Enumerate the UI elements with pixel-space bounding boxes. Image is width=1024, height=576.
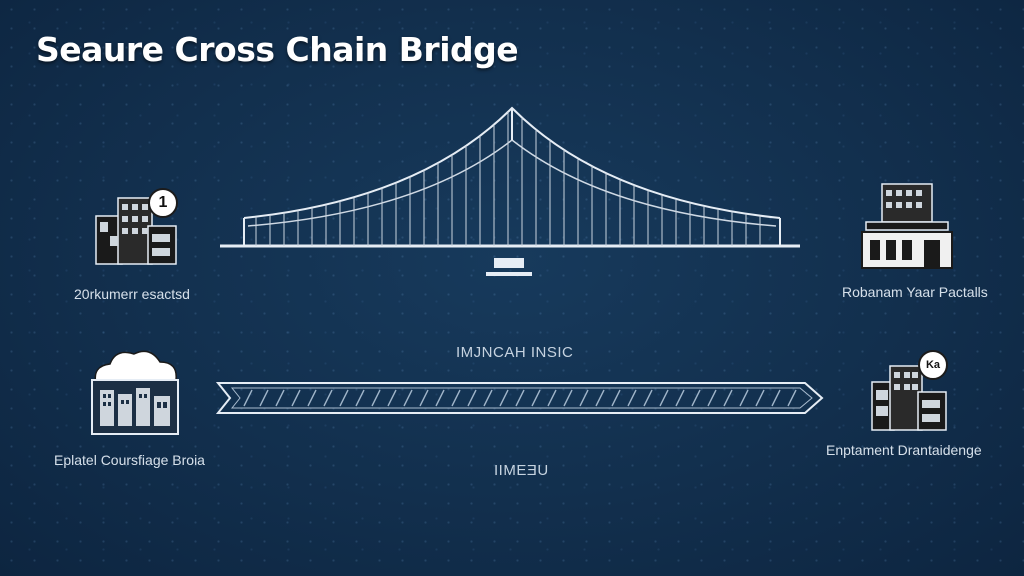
bottom-right-node-label: Enptament Drantaidenge [826, 442, 982, 458]
arrow-stripe [275, 389, 285, 407]
arrow-stripe [323, 389, 333, 407]
bridge-cables [255, 111, 761, 246]
bridge-arch-inner [247, 139, 777, 227]
arrow-stripe [627, 389, 637, 407]
arrow-bottom-label: IIMEƎU [494, 462, 549, 479]
arrow-stripe [707, 389, 717, 407]
arrow-stripe [403, 389, 413, 407]
arrow-stripe [675, 389, 685, 407]
step-number-badge: 1 [148, 188, 178, 218]
arrow-stripe [579, 389, 589, 407]
arrow-stripe [291, 389, 301, 407]
arrow-stripe [467, 389, 477, 407]
arrow-stripe [371, 389, 381, 407]
arrow-stripe [563, 389, 573, 407]
arrow-stripe [243, 389, 253, 407]
arrow-stripe [755, 389, 765, 407]
arrow-stripe [595, 389, 605, 407]
lock-badge: Ka [918, 350, 948, 380]
arrow-stripe [451, 389, 461, 407]
arrow-stripe [355, 389, 365, 407]
arrow-stripe [739, 389, 749, 407]
arrow-stripe [691, 389, 701, 407]
page-title: Seaure Cross Chain Bridge [36, 30, 519, 69]
arrow-stripe [547, 389, 557, 407]
bridge-base-plate [486, 272, 532, 276]
arrow-stripe [771, 389, 781, 407]
arrow-top-label: IMJNCAH INSIC [456, 344, 574, 361]
arrow-stripe [723, 389, 733, 407]
building-icon-bottom-right [871, 365, 947, 431]
top-right-node-label: Robanam Yaar Pactalls [842, 284, 988, 300]
arrow-stripe [419, 389, 429, 407]
arrow-stripe [659, 389, 669, 407]
arrow-stripe [339, 389, 349, 407]
top-left-node-label: 20rkumerr esactsd [74, 286, 190, 302]
building-icon-top-left [95, 197, 177, 265]
arrow-stripe [259, 389, 269, 407]
arrow-stripe [611, 389, 621, 407]
arrow-stripe [307, 389, 317, 407]
bottom-left-node-label: Eplatel Coursfiage Broia [54, 452, 205, 468]
arrow-stripe [435, 389, 445, 407]
arrow-stripe [515, 389, 525, 407]
arrow-stripe [483, 389, 493, 407]
arrow-stripe [499, 389, 509, 407]
arrow-stripe [643, 389, 653, 407]
arrow-stripes [243, 389, 797, 407]
bridge-base [494, 258, 524, 268]
building-icon-top-right [861, 183, 953, 269]
transfer-arrow [215, 382, 824, 414]
arrow-stripe [787, 389, 797, 407]
building-icon-bottom-left [91, 350, 179, 435]
arrow-stripe [531, 389, 541, 407]
arrow-stripe [387, 389, 397, 407]
